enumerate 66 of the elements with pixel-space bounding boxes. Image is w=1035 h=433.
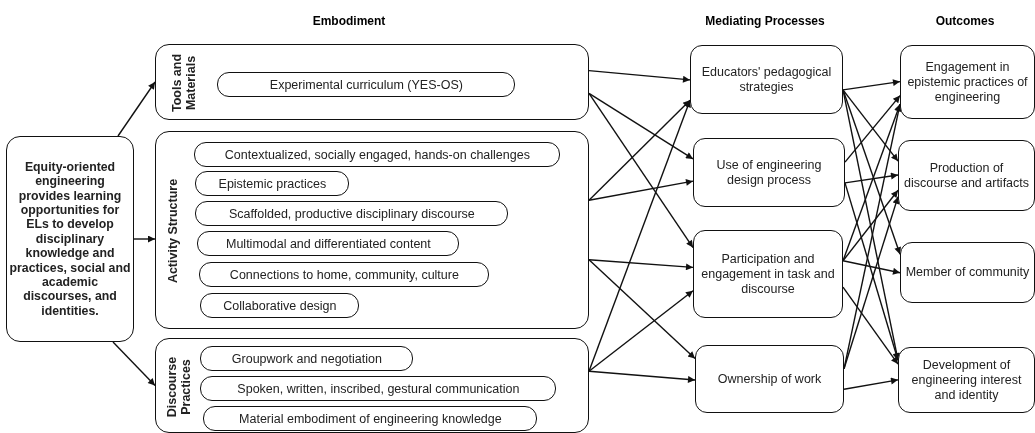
node-text: Engagement in epistemic practices of engineering: [906, 59, 1029, 105]
process-box: [693, 138, 845, 207]
node-text: Use of engineering design process: [715, 157, 823, 188]
group-panel: [155, 338, 589, 433]
process-box: [6, 136, 134, 342]
group-heading: Discourse Practices: [165, 355, 193, 419]
arrow: [842, 79, 901, 91]
item-pill: [200, 346, 414, 372]
item-pill: [195, 201, 509, 227]
node-text: Experimental curriculum (YES-OS): [269, 77, 463, 92]
column-heading: Mediating Processes: [705, 14, 825, 28]
node-text: Production of discourse and artifacts: [902, 160, 1031, 191]
arrow: [117, 81, 156, 137]
group-panel: [155, 131, 589, 329]
item-pill: [195, 171, 350, 197]
process-box: [693, 230, 843, 318]
arrow: [842, 189, 899, 262]
outcome-box: [900, 242, 1035, 303]
node-text: Scaffolded, productive disciplinary discourse: [229, 206, 475, 221]
arrow: [588, 99, 691, 372]
arrow: [842, 286, 899, 365]
item-pill: [203, 406, 538, 432]
arrow: [588, 99, 691, 201]
node-text: Connections to home, community, culture: [229, 267, 459, 282]
node-text: Collaborative design: [223, 298, 337, 313]
outcome-box: [900, 45, 1035, 119]
group-heading: Tools and Materials: [170, 53, 198, 113]
node-text: Groupwork and negotiation: [231, 351, 382, 366]
item-pill: [194, 142, 561, 168]
arrow: [588, 259, 696, 360]
node-text: Member of community: [905, 265, 1030, 280]
item-pill: [197, 231, 460, 257]
node-text: Ownership of work: [717, 371, 822, 387]
outcome-box: [898, 347, 1035, 413]
arrow: [844, 172, 899, 184]
item-pill: [200, 293, 360, 319]
arrow: [842, 260, 901, 275]
node-text: Epistemic practices: [218, 176, 327, 191]
arrow: [588, 178, 694, 201]
node-text: Contextualized, socially engaged, hands-on challenges: [224, 147, 530, 162]
outcome-box: [898, 140, 1035, 211]
process-box: [690, 45, 843, 114]
arrow: [588, 259, 694, 271]
node-text: Educators' pedagogical strategies: [700, 64, 833, 95]
arrow: [588, 92, 694, 160]
column-heading: Embodiment: [312, 14, 386, 28]
group-panel: [155, 44, 589, 120]
arrow: [588, 92, 694, 249]
item-pill: [200, 376, 557, 402]
arrow: [588, 290, 694, 372]
group-heading: Activity Structure: [167, 177, 181, 286]
process-box: [695, 345, 844, 413]
node-text: Development of engineering interest and identity: [910, 357, 1023, 403]
arrow: [588, 370, 696, 383]
item-pill: [199, 262, 490, 288]
arrow: [133, 235, 156, 243]
arrow: [112, 341, 156, 387]
arrow: [588, 69, 691, 83]
arrow: [843, 377, 899, 390]
node-text: Multimodal and differentiated content: [226, 236, 431, 251]
item-pill: [217, 72, 516, 98]
node-text: Participation and engagement in task and discourse: [700, 251, 836, 297]
node-text: Material embodiment of engineering knowledge: [239, 411, 502, 426]
node-text: Equity-oriented engineering provides learning opportunities for ELs to develop disciplinary knowledge and practices, social and academic discourses, and identities.: [9, 159, 131, 319]
node-text: Spoken, written, inscribed, gestural communication: [237, 381, 520, 396]
column-heading: Outcomes: [935, 14, 995, 28]
